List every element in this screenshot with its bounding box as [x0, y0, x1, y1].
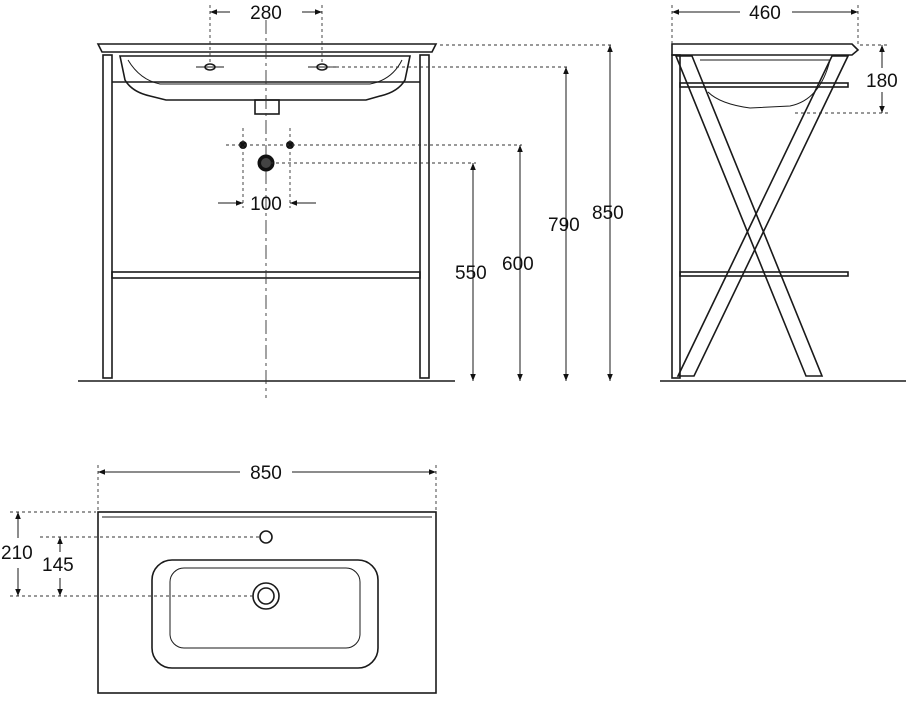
supply-cold [286, 141, 294, 149]
x-leg-a [674, 55, 824, 377]
right-leg [419, 54, 430, 379]
side-shelf [679, 271, 849, 277]
dim-145: 145 [42, 555, 74, 576]
drain-top [252, 582, 280, 610]
dim-600: 600 [502, 254, 534, 275]
basin-inner-top [169, 567, 361, 649]
dim-280: 280 [250, 3, 282, 24]
dim-460: 460 [749, 3, 781, 24]
dim-180: 180 [866, 71, 898, 92]
basin-inner [127, 59, 403, 85]
dim-100: 100 [250, 194, 282, 215]
dim-210: 210 [1, 543, 33, 564]
side-countertop [671, 43, 860, 56]
left-leg [102, 54, 113, 379]
top-view: 850 210 145 [1, 463, 437, 694]
dim-550: 550 [455, 263, 487, 284]
dim-850-width: 850 [250, 463, 282, 484]
front-view: 280 100 550 600 790 850 [78, 3, 624, 398]
top-outline [97, 511, 437, 694]
x-leg-b [676, 55, 850, 377]
basin-profile [119, 55, 411, 101]
supply-hot [239, 141, 247, 149]
dim-850-height: 850 [592, 203, 624, 224]
side-upper-rail [679, 82, 849, 88]
side-basin [700, 59, 831, 109]
basin-outer [151, 559, 379, 669]
tap-hole [259, 530, 273, 544]
side-back-leg [671, 54, 681, 379]
drain-trap [254, 99, 280, 115]
dim-790: 790 [548, 215, 580, 236]
side-view: 460 180 [660, 3, 906, 382]
countertop [96, 43, 438, 53]
